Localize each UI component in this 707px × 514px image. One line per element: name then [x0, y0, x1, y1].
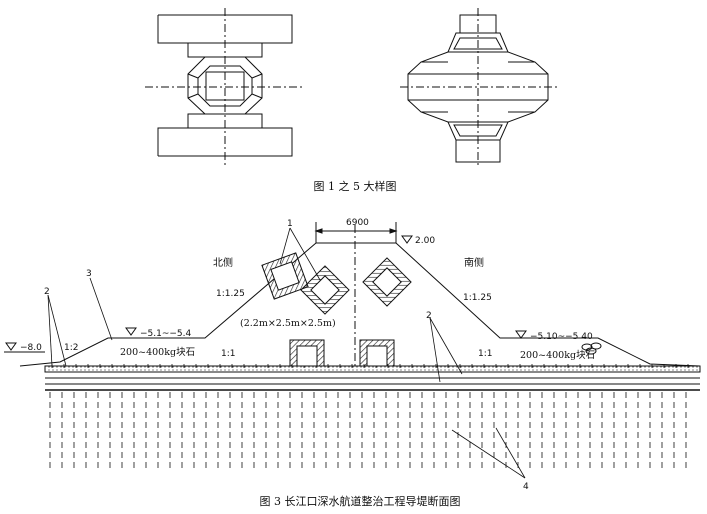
labels: 北侧 南侧 6900 2.00 1:1.25 1:1.25 1:1 1:1 1:… [20, 218, 595, 492]
label-north-side: 北侧 [213, 256, 233, 269]
piles [49, 392, 687, 472]
seabed-marker [5, 342, 17, 351]
block-tilted-2 [300, 265, 350, 315]
caption-bottom: 图 3 长江口深水航道整治工程导堤断面图 [260, 494, 461, 508]
block-tilted-1 [261, 252, 309, 300]
stone-3 [585, 347, 597, 355]
block-bottom-1 [289, 339, 325, 367]
callout-3: 3 [86, 269, 92, 279]
label-slope-right-upper: 1:1.25 [463, 293, 492, 303]
label-slope-left-toe: 1:1 [221, 349, 235, 359]
label-seabed-elev: −8.0 [20, 343, 42, 353]
detail-left [145, 8, 305, 168]
label-slope-far-left: 1:2 [64, 343, 78, 353]
label-crest-elev: 2.00 [415, 236, 435, 246]
label-crest-width: 6900 [346, 218, 369, 228]
callout-2-right: 2 [426, 311, 432, 321]
label-slope-right-toe: 1:1 [478, 349, 492, 359]
caption-top: 图 1 之 5 大样图 [314, 179, 397, 193]
label-block-size: (2.2m×2.5m×2.5m) [240, 318, 336, 329]
berm-right-marker [515, 330, 527, 339]
label-south-side: 南侧 [464, 256, 484, 269]
label-slope-left-upper: 1:1.25 [216, 289, 245, 299]
label-stone-right: 200~400kg块石 [520, 349, 595, 361]
label-berm-right-elev: −5.10~−5 40 [530, 332, 593, 342]
detail-right [400, 8, 560, 168]
leaders [47, 227, 526, 479]
stone-1 [581, 343, 593, 351]
dike-outline [19, 242, 701, 367]
block-bottom-2 [359, 339, 395, 367]
label-berm-left-elev: −5.1~−5.4 [140, 329, 192, 339]
callout-1: 1 [287, 219, 293, 229]
callout-4: 4 [523, 482, 529, 492]
label-stone-left: 200~400kg块石 [120, 346, 195, 358]
callout-2-left: 2 [44, 287, 50, 297]
crest-elev-marker [401, 235, 413, 244]
block-tilted-3 [362, 257, 412, 307]
berm-left-marker [125, 327, 137, 336]
cross-section [4, 222, 701, 479]
stone-2 [590, 342, 602, 350]
